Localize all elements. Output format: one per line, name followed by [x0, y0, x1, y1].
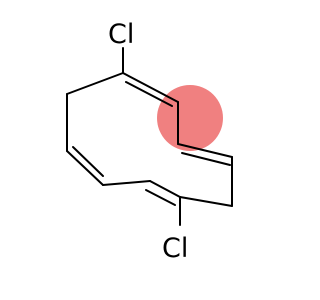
bond-c8-c9: [66, 150, 104, 186]
bond-c10-c1: [66, 72, 124, 95]
chlorine-top-label: Cl: [108, 19, 134, 50]
bond-c8-c9-double: [72, 146, 104, 177]
bond-c1-c2-double: [125, 81, 173, 107]
bond-c3-c4-double: [181, 152, 231, 166]
molecule-diagram: Cl Cl: [66, 19, 233, 264]
bond-c3-c4: [177, 143, 233, 158]
bond-c6-c7-double: [145, 189, 176, 206]
chlorine-bottom-label: Cl: [162, 233, 188, 264]
bond-c1-c2: [122, 72, 179, 103]
bond-group: [66, 47, 233, 226]
bond-c7-c8: [102, 180, 151, 186]
aromatic-highlight: [157, 85, 223, 151]
bond-c5-c6: [179, 196, 233, 207]
bond-c6-c7: [149, 180, 181, 198]
